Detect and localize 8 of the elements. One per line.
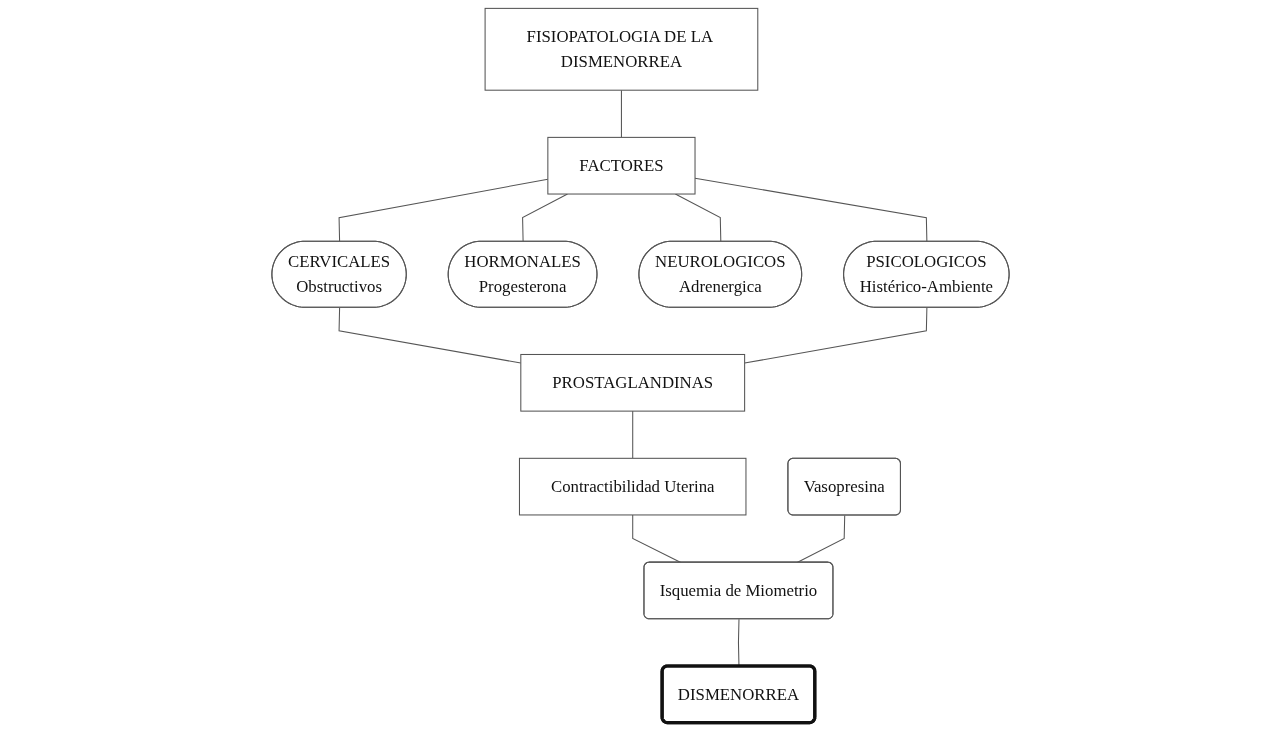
node-box: Contractibilidad Uterina [518, 457, 747, 516]
node-box: PROSTAGLANDINAS [520, 353, 746, 412]
connector [744, 307, 928, 364]
node-box: FACTORES [547, 136, 696, 195]
connector [796, 514, 846, 564]
connector [620, 89, 622, 138]
node-box: FISIOPATOLOGIA DE LA DISMENORREA [484, 7, 759, 91]
connector [632, 410, 634, 459]
